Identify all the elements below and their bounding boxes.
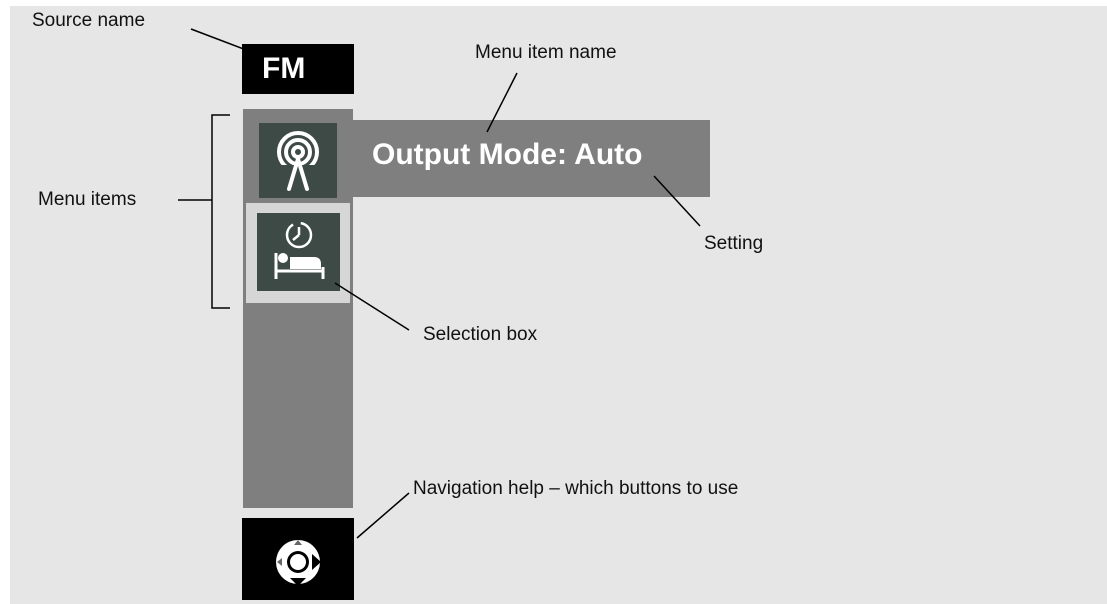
- navigation-dpad-icon: [276, 540, 321, 586]
- diagram-background: [10, 6, 1107, 604]
- callout-source-name: Source name: [32, 10, 146, 31]
- callout-selection-box: Selection box: [423, 324, 538, 345]
- menu-item-sleep-timer[interactable]: [257, 213, 340, 291]
- source-name: FM: [262, 52, 306, 85]
- callout-menu-item-name: Menu item name: [475, 42, 617, 63]
- callout-navigation-help: Navigation help – which buttons to use: [413, 478, 739, 499]
- callout-setting: Setting: [704, 233, 764, 254]
- radio-antenna-icon: [277, 131, 319, 197]
- source-name-box: FM: [242, 44, 354, 94]
- navigation-box: [242, 518, 354, 600]
- menu-item-radio[interactable]: [259, 123, 337, 198]
- callout-menu-items: Menu items: [38, 189, 137, 210]
- sleep-timer-icon: [274, 221, 325, 279]
- menu-item-banner: [353, 120, 710, 197]
- menu-item-label: Output Mode: Auto: [372, 138, 643, 171]
